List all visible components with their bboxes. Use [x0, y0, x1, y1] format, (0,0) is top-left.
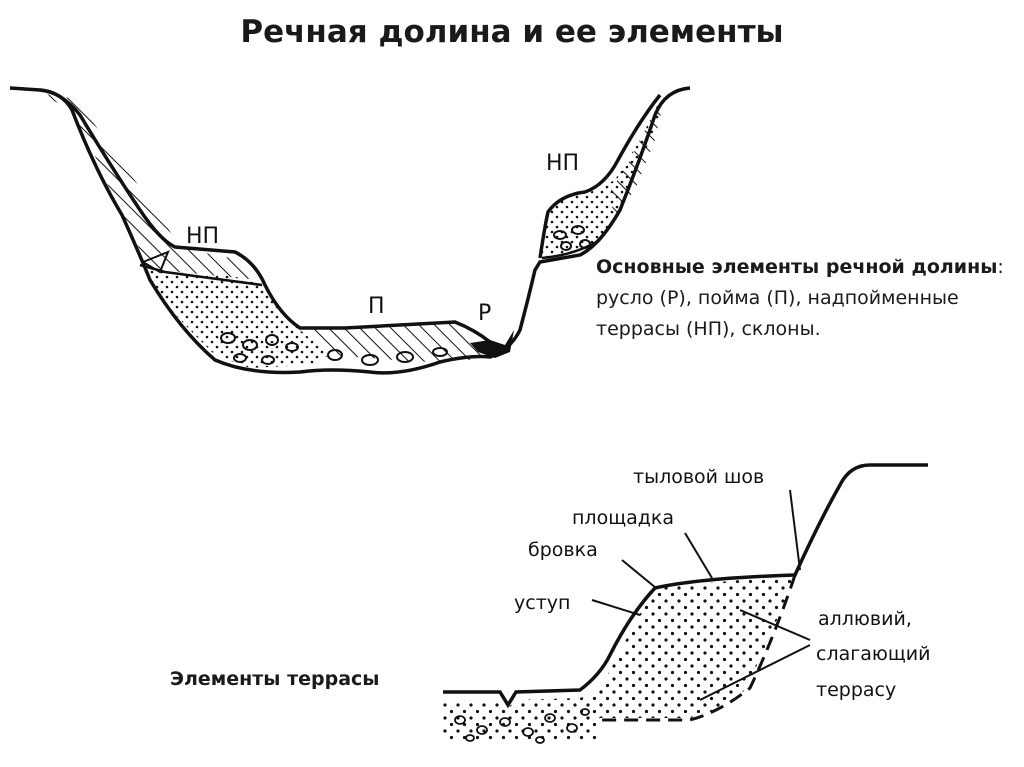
terrace-ground-profile [443, 463, 928, 709]
description-text: русло (Р), пойма (П), надпойменные терра… [596, 287, 959, 340]
label-floodplain: П [368, 294, 385, 319]
left-terrace-triangle [140, 250, 170, 274]
left-surface-line [39, 88, 492, 344]
right-terrace-pebbles [553, 225, 591, 251]
label-channel: Р [478, 301, 491, 326]
valley-outline [9, 86, 691, 375]
floodplain-pebbles [327, 347, 448, 366]
label-terrace-right: НП [546, 151, 579, 176]
terrace-alluvium-body [598, 575, 795, 718]
pointer-ledge [591, 599, 641, 616]
river-valley-section [9, 86, 691, 375]
terrace-pebbles [220, 332, 299, 365]
floodplain-deposit [300, 322, 492, 362]
label-alluvium-line2: слагающий [816, 643, 930, 665]
label-edge: бровка [528, 539, 598, 561]
pointer-alluvium-2 [699, 644, 811, 701]
terrace-section [443, 463, 928, 744]
label-platform: площадка [572, 507, 674, 529]
terrace-section-title: Элементы террасы [170, 668, 380, 690]
pointer-edge [621, 559, 657, 589]
label-terrace-left: НП [186, 224, 219, 249]
left-terrace-boundary [139, 263, 263, 287]
page-title: Речная долина и ее элементы [240, 14, 784, 50]
lower-alluvium [443, 690, 602, 740]
pointer-rear-seam [789, 489, 801, 571]
lower-alluvium-pebbles [454, 708, 590, 744]
pointer-platform [684, 532, 713, 579]
description-heading: Основные элементы речной долины [596, 256, 998, 278]
right-terrace-base [541, 238, 601, 260]
description-separator: : [997, 256, 1004, 278]
alluvium-boundary-dashed [600, 574, 797, 722]
label-rear-seam: тыловой шов [633, 466, 764, 488]
pointer-alluvium-1 [739, 609, 811, 641]
left-terrace-alluvium [140, 262, 330, 368]
label-ledge: уступ [514, 592, 570, 614]
label-alluvium-line3: террасу [816, 679, 896, 701]
label-alluvium-line1: аллювий, [818, 608, 912, 630]
right-terrace-deposit [542, 92, 668, 258]
valley-description: Основные элементы речной долины: русло (… [596, 252, 1016, 345]
right-surface-line [538, 93, 662, 259]
